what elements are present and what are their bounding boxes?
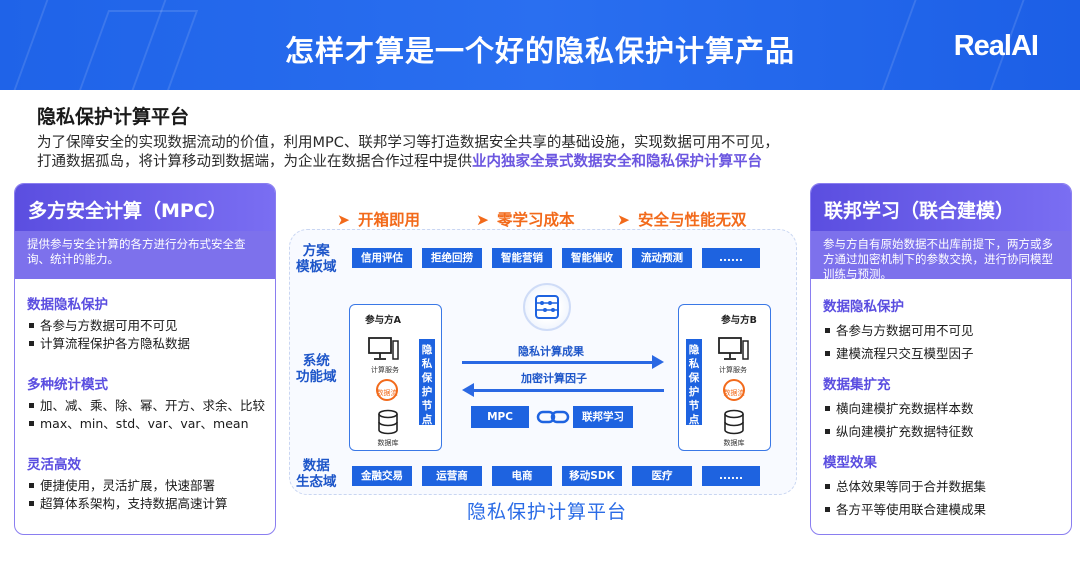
list-item: 超算体系架构，支持数据高速计算 [27,495,265,513]
section-title: 灵活高效 [27,457,81,473]
list-item: 各参与方数据可用不可见 [27,317,265,335]
data-flow-label: 数据流 [723,389,745,397]
template-chip: ...... [702,248,760,268]
flow-label-result: 隐私计算成果 [518,345,584,358]
federated-learning-chip: 联邦学习 [573,406,633,428]
ecosystem-chip: 运营商 [422,466,482,486]
link-icon [536,410,570,424]
template-chip: 智能营销 [492,248,552,268]
section-title: 数据隐私保护 [823,299,904,315]
brand-logo: RealAI [953,30,1039,62]
ecosystem-chip: 医疗 [632,466,692,486]
federated-learning-panel: 联邦学习（联合建模） 参与方自有原始数据不出库前提下，两方或多方通过加密机制下的… [810,183,1072,535]
feature-item: ➤零学习成本 [476,211,575,229]
mpc-panel-title: 多方安全计算（MPC） [15,184,275,231]
platform-caption: 隐私保护计算平台 [467,501,628,523]
ecosystem-chip: 移动SDK [562,466,622,486]
party-b-privacy-node: 隐私保护节点 [686,339,702,426]
arrow-right-head [652,355,664,369]
ecosystem-chip: ...... [702,466,760,486]
database-label: 数据库 [723,439,745,447]
compute-service-label: 计算服务 [371,366,399,374]
chevron-right-icon: ➤ [476,211,489,229]
list-item: 纵向建模扩充数据特征数 [823,420,1061,443]
feature-item: ➤安全与性能无双 [617,211,747,229]
list-item: 各参与方数据可用不可见 [823,319,1061,342]
arrow-left-head [462,383,474,397]
mpc-panel-desc: 提供参与安全计算的各方进行分布式安全查询、统计的能力。 [15,231,275,279]
party-a-box: 参与方A 隐私保护节点 计算服务 数据流 数据库 [349,304,442,451]
header-banner: 怎样才算是一个好的隐私保护计算产品 RealAI [0,0,1080,90]
arrow-right-line [462,361,654,364]
section-title: 数据集扩充 [823,377,891,393]
chevron-right-icon: ➤ [337,211,350,229]
data-flow-label: 数据流 [376,389,398,397]
list-item: 各方平等使用联合建模成果 [823,498,1061,521]
data-flow-cycle-icon [376,379,398,401]
page-title: 怎样才算是一个好的隐私保护计算产品 [284,34,795,68]
intro-line-2: 打通数据孤岛，将计算移动到数据端，为企业在数据合作过程中提供业内独家全景式数据安… [37,153,1047,172]
mpc-panel: 多方安全计算（MPC） 提供参与安全计算的各方进行分布式安全查询、统计的能力。 … [14,183,276,535]
computer-icon [368,337,399,360]
database-label: 数据库 [377,439,399,447]
intro-line-2-text: 打通数据孤岛，将计算移动到数据端，为企业在数据合作过程中提供 [37,154,472,170]
row-label-template: 方案模板域 [296,243,337,275]
intro-paragraph: 为了保障安全的实现数据流动的价值，利用MPC、联邦学习等打造数据安全共享的基础设… [37,134,1047,172]
fl-panel-body: 数据隐私保护 各参与方数据可用不可见 建模流程只交互模型因子 数据集扩充 横向建… [811,279,1071,521]
mpc-panel-body: 数据隐私保护 各参与方数据可用不可见 计算流程保护各方隐私数据 多种统计模式 加… [15,279,275,513]
chevron-right-icon: ➤ [617,211,630,229]
list-item: 加、减、乘、除、幂、开方、求余、比较 [27,397,265,415]
party-a-privacy-node: 隐私保护节点 [419,339,435,426]
list-item: 计算流程保护各方隐私数据 [27,335,265,353]
compute-service-label: 计算服务 [719,366,747,374]
flow-label-factor: 加密计算因子 [521,372,587,385]
database-icon [378,409,398,435]
party-a-name: 参与方A [365,315,401,326]
section-title: 模型效果 [823,455,877,471]
feature-item: ➤开箱即用 [337,211,421,229]
party-b-box: 参与方B 隐私保护节点 计算服务 数据流 数据库 [678,304,771,451]
mpc-chip: MPC [471,406,529,428]
intro-line-1: 为了保障安全的实现数据流动的价值，利用MPC、联邦学习等打造数据安全共享的基础设… [37,135,779,151]
section-title: 数据隐私保护 [27,297,108,313]
list-item: 横向建模扩充数据样本数 [823,397,1061,420]
template-chip: 流动预测 [632,248,692,268]
intro-highlight: 业内独家全景式数据安全和隐私保护计算平台 [472,154,762,170]
arrow-left-line [472,389,664,392]
template-chip: 信用评估 [352,248,412,268]
ecosystem-chip: 电商 [492,466,552,486]
abacus-icon [523,283,571,331]
list-item: 便捷使用，灵活扩展，快速部署 [27,477,265,495]
list-item: 建模流程只交互模型因子 [823,342,1061,365]
ecosystem-chip: 金融交易 [352,466,412,486]
data-flow-cycle-icon [723,379,745,401]
section-title: 多种统计模式 [27,377,108,393]
row-label-system: 系统功能域 [296,353,337,385]
computer-icon [718,337,749,360]
fl-panel-title: 联邦学习（联合建模） [811,184,1071,231]
party-b-name: 参与方B [721,315,757,326]
fl-panel-desc: 参与方自有原始数据不出库前提下，两方或多方通过加密机制下的参数交换，进行协同模型… [811,231,1071,281]
list-item: 总体效果等同于合并数据集 [823,475,1061,498]
database-icon [724,409,744,435]
row-label-ecosystem: 数据生态域 [296,458,337,490]
list-item: max、min、std、var、var、mean [27,415,265,433]
platform-heading: 隐私保护计算平台 [37,106,190,128]
template-chip: 智能催收 [562,248,622,268]
template-chip: 拒绝回捞 [422,248,482,268]
